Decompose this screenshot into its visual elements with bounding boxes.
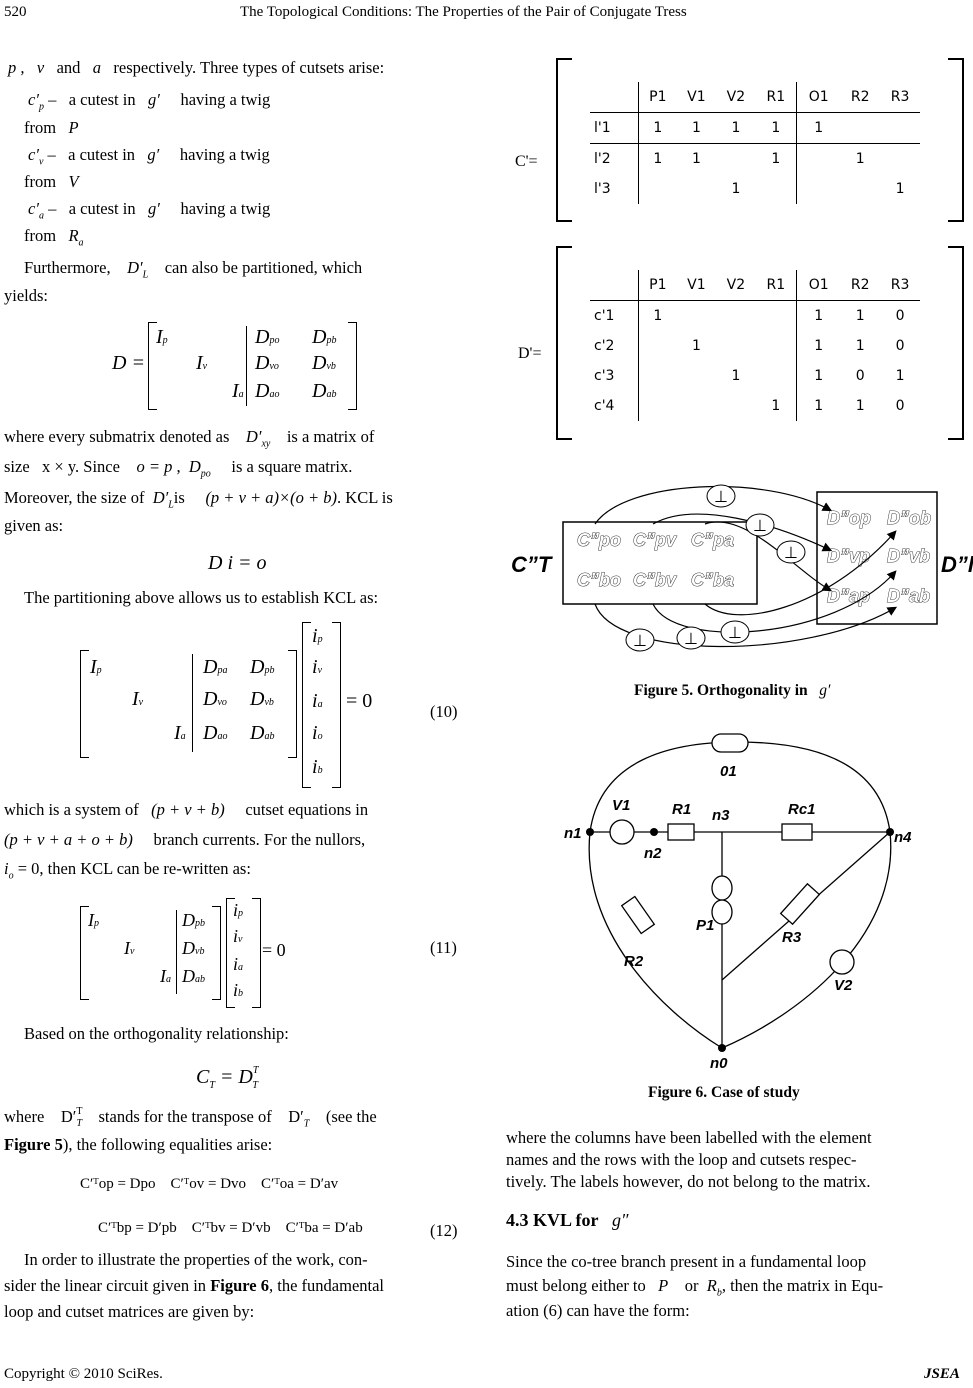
- orthogonality-equation: CT = DTT: [196, 1065, 259, 1091]
- label-r1: R1: [672, 801, 691, 818]
- label-o1: 01: [720, 763, 737, 780]
- yields-line: yields:: [4, 286, 48, 305]
- d-matrix-bracket-left: [556, 246, 572, 440]
- perp-symbol-1: ⊥: [714, 487, 728, 506]
- running-title: The Topological Conditions: The Properti…: [240, 4, 687, 20]
- furthermore-line: Furthermore, D′L can also be partitioned…: [24, 258, 363, 281]
- cutset-v-from: from V: [24, 172, 79, 191]
- eq12-row-1: C′ᵀop = Dpo C′ᵀov = Dvo C′ᵀoa = D′av: [80, 1176, 339, 1192]
- where-transpose-line: where D′TT stands for the transpose of D…: [4, 1106, 377, 1130]
- section-heading: 4.3 KVL for g″: [506, 1210, 629, 1230]
- c-matrix-bracket-right: [948, 58, 964, 222]
- since-line-3: ation (6) can have the form:: [506, 1301, 690, 1320]
- label-r2: R2: [624, 953, 644, 970]
- d-matrix-bracket-right: [948, 246, 964, 440]
- equation-11-number: (11): [430, 938, 457, 957]
- figure-5-c-pa: C”pa: [691, 530, 734, 550]
- illustrate-line-2: sider the linear circuit given in Figure…: [4, 1276, 385, 1295]
- figure-5-c-bo: C”bo: [577, 570, 621, 590]
- page-number: 520: [4, 4, 27, 20]
- perp-symbol-2: ⊥: [753, 516, 767, 535]
- label-p1: P1: [696, 917, 714, 934]
- perp-symbol-5: ⊥: [684, 629, 698, 648]
- which-line: which is a system of (p + v + b) cutset …: [4, 800, 369, 819]
- since-line-1: Since the co-tree branch present in a fu…: [506, 1252, 867, 1271]
- figure-5-c-pv: C”pv: [633, 530, 677, 550]
- kcl-equation: D i = o: [208, 552, 267, 574]
- equalities-line: Figure 5), the following equalities aris…: [4, 1135, 273, 1154]
- label-v2: V2: [834, 977, 853, 994]
- figure-5-d-ab: D”ab: [887, 586, 930, 606]
- label-n4: n4: [894, 829, 912, 846]
- cutset-p-from: from P: [24, 118, 79, 137]
- perp-symbol-6: ⊥: [728, 623, 742, 642]
- columns-line-3: tively. The labels however, do not belon…: [506, 1172, 871, 1191]
- intro-line: p , v and a respectively. Three types of…: [8, 58, 385, 77]
- figure-5-d-box: [816, 491, 938, 625]
- where-submatrix-line: where every submatrix denoted as D′xy is…: [4, 427, 375, 450]
- c-matrix-label: C'=: [515, 153, 538, 170]
- equation-10-number: (10): [430, 702, 458, 721]
- figure-6-caption: Figure 6. Case of study: [648, 1084, 800, 1101]
- perp-symbol-3: ⊥: [784, 543, 798, 562]
- label-n2: n2: [644, 845, 662, 862]
- journal-name: JSEA: [924, 1366, 960, 1382]
- c-matrix-bracket-left: [556, 58, 572, 222]
- eq12-row-2: C′ᵀbp = D′pb C′ᵀbv = D′vb C′ᵀba = D′ab: [98, 1220, 363, 1236]
- figure-5-caption: Figure 5. Orthogonality in g′: [634, 682, 831, 699]
- copyright: Copyright © 2010 SciRes.: [4, 1366, 163, 1382]
- d-matrix-label: D'=: [518, 345, 542, 362]
- figure-5-d-op: D”op: [827, 508, 871, 528]
- size-line: size x × y. Since o = p , Dpo is a squar…: [4, 457, 353, 480]
- figure-5-c-bv: C”bv: [633, 570, 677, 590]
- label-rc1: Rc1: [788, 801, 816, 818]
- figure-5-d-ob: D”ob: [887, 508, 931, 528]
- illustrate-line-3: loop and cutset matrices are given by:: [4, 1302, 255, 1321]
- cutset-a-from: from Ra: [24, 226, 84, 249]
- figure-5-d-vp: D”vp: [827, 546, 870, 566]
- equation-12-number: (12): [430, 1221, 458, 1240]
- cutset-p: c′p – a cutest in g′ having a twig: [28, 90, 271, 113]
- given-as-line: given as:: [4, 516, 64, 535]
- figure-5-d-ap: D”ap: [827, 586, 870, 606]
- figure-5-c-box: [562, 521, 758, 605]
- figure-5-c-po: C”po: [577, 530, 621, 550]
- cutset-v: c′v – a cutest in g′ having a twig: [28, 145, 270, 168]
- figure-5-d-vb: D”vb: [887, 546, 930, 566]
- figure-5-diagram: C”T C”po C”pv C”pa C”bo C”bv C”ba D”op D…: [511, 484, 973, 652]
- figure-5-dl-label: D”l: [941, 552, 973, 577]
- columns-line-1: where the columns have been labelled wit…: [506, 1128, 872, 1147]
- moreover-line: Moreover, the size of D′Lis (p + v + a)×…: [4, 488, 393, 511]
- perp-symbol-4: ⊥: [633, 631, 647, 650]
- cutset-a: c′a – a cutest in g′ having a twig: [28, 199, 271, 222]
- label-n0: n0: [710, 1055, 728, 1070]
- figure-5-c-ba: C”ba: [691, 570, 734, 590]
- label-n1: n1: [564, 825, 582, 842]
- since-line-2: must belong either to P or Rb, then the …: [506, 1276, 884, 1299]
- label-n3: n3: [712, 807, 730, 824]
- nullor-line: io = 0, then KCL can be re-written as:: [4, 859, 251, 882]
- figure-5-ct-label: C”T: [511, 552, 553, 577]
- label-r3: R3: [782, 929, 802, 946]
- illustrate-line-1: In order to illustrate the properties of…: [24, 1250, 368, 1269]
- orthogonality-text: Based on the orthogonality relationship:: [24, 1024, 289, 1043]
- figure-6-circuit: 01 V1 n2 R1 n3 Rc1 n1 n4 P1 R2 R3 V2 n0: [564, 733, 912, 1070]
- label-v1: V1: [612, 797, 630, 814]
- branch-line: (p + v + a + o + b) branch currents. For…: [4, 830, 366, 849]
- partition-text: The partitioning above allows us to esta…: [24, 588, 379, 607]
- columns-line-2: names and the rows with the loop and cut…: [506, 1150, 857, 1169]
